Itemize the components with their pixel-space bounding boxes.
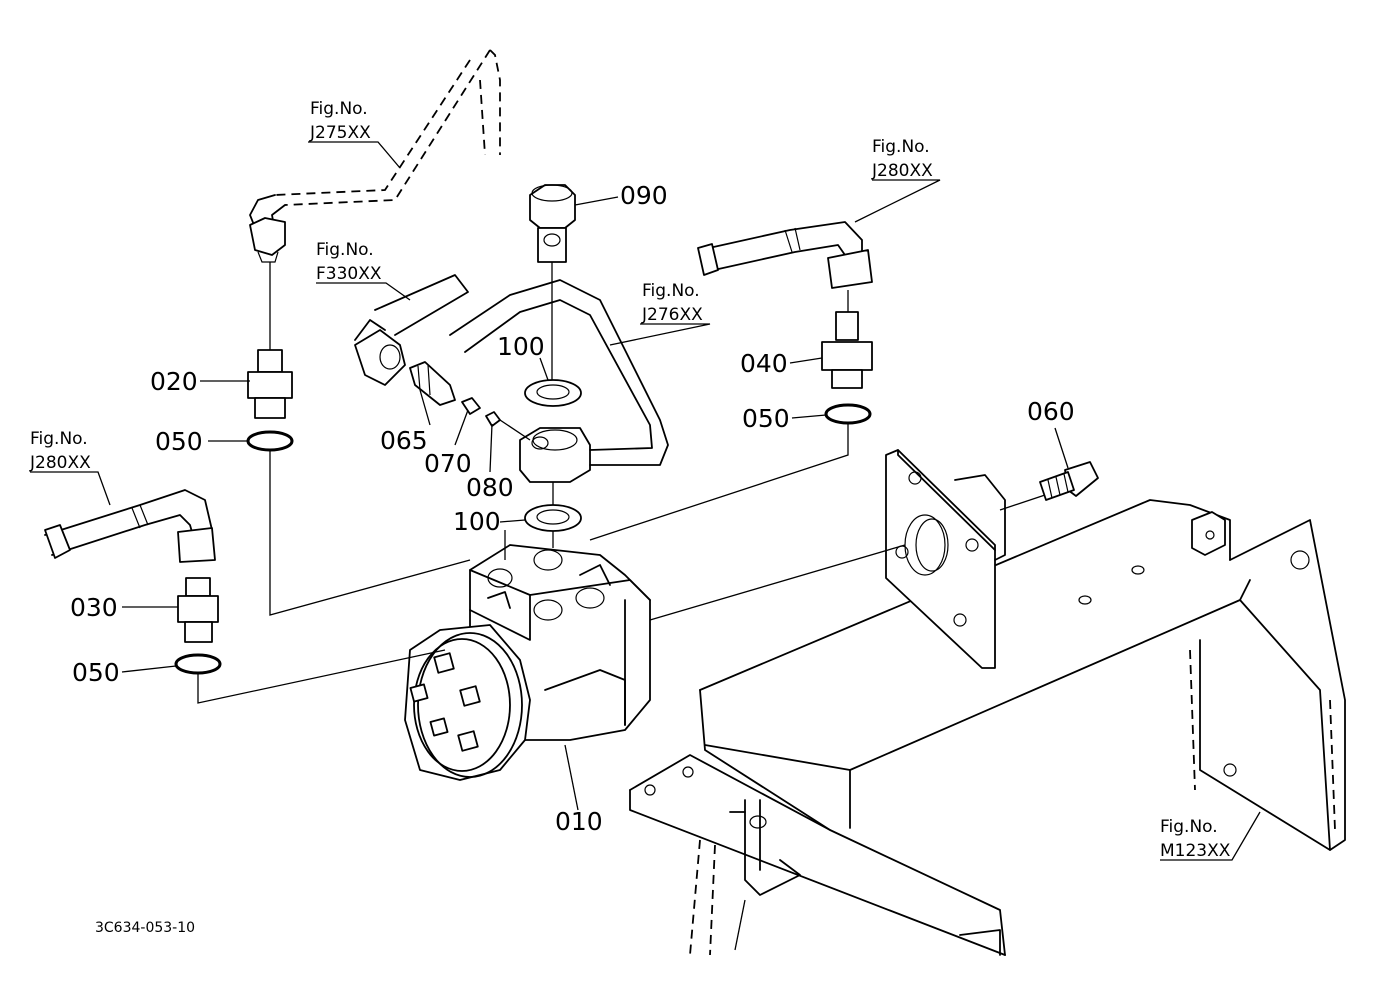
label-090: 090 xyxy=(620,181,668,210)
adapter-030 xyxy=(177,577,219,643)
fig-prefix-f330: Fig.No. xyxy=(316,240,374,260)
drawing-number: 3C634-053-10 xyxy=(95,920,195,936)
frame-clip xyxy=(1191,511,1226,556)
steering-valve-010 xyxy=(404,544,651,781)
oring-050-right xyxy=(824,403,872,425)
label-070: 070 xyxy=(424,449,472,478)
fig-ref-j276: J276XX xyxy=(641,305,703,325)
fig-ref-j280-left: J280XX xyxy=(29,453,91,473)
label-100-b: 100 xyxy=(453,507,501,536)
washer-100-upper xyxy=(524,379,582,407)
joint-block xyxy=(519,427,591,483)
adapter-020 xyxy=(247,349,293,419)
fig-prefix-j275: Fig.No. xyxy=(310,99,368,119)
bolt-060 xyxy=(1039,461,1099,501)
fig-ref-j280-right: J280XX xyxy=(871,161,933,181)
label-050-b: 050 xyxy=(72,658,120,687)
label-065: 065 xyxy=(380,426,428,455)
label-050-a: 050 xyxy=(155,427,203,456)
cover-bolts xyxy=(409,652,481,752)
oring-050-left-upper xyxy=(246,430,294,452)
part-numbers: 020 050 030 050 040 050 060 065 070 080 … xyxy=(70,181,1075,836)
label-040: 040 xyxy=(740,349,788,378)
fitting-065 xyxy=(409,361,456,406)
oring-050-left-lower xyxy=(174,653,222,675)
label-100-a: 100 xyxy=(497,332,545,361)
figure-references: Fig.No. J275XX Fig.No. F330XX Fig.No. J2… xyxy=(29,99,1231,861)
label-060: 060 xyxy=(1027,397,1075,426)
adapter-040 xyxy=(821,311,873,389)
fig-prefix-j280-right: Fig.No. xyxy=(872,137,930,157)
fitting-080 xyxy=(485,411,501,427)
label-080: 080 xyxy=(466,473,514,502)
label-010: 010 xyxy=(555,807,603,836)
centerline-030 xyxy=(197,649,446,704)
pipe-j280-right xyxy=(697,221,873,289)
frame-bracket xyxy=(629,499,1346,956)
fig-prefix-j280-left: Fig.No. xyxy=(30,429,88,449)
fig-prefix-m123: Fig.No. xyxy=(1160,817,1218,837)
centerline-fittings xyxy=(499,419,531,441)
centerline-020-bottom xyxy=(269,450,471,616)
fig-prefix-j276: Fig.No. xyxy=(642,281,700,301)
centerline-valve-flange xyxy=(649,544,906,621)
fig-ref-j275: J275XX xyxy=(309,123,371,143)
label-020: 020 xyxy=(150,367,198,396)
mounting-flange xyxy=(885,449,1006,669)
label-030: 030 xyxy=(70,593,118,622)
centerline-060 xyxy=(999,494,1046,511)
pipe-f330 xyxy=(354,274,469,386)
pipe-j276 xyxy=(449,279,669,466)
washer-100-lower xyxy=(524,504,582,532)
pipe-j280-left xyxy=(44,489,216,563)
fig-ref-f330: F330XX xyxy=(316,264,382,284)
label-050-c: 050 xyxy=(742,404,790,433)
pipe-j275 xyxy=(249,49,501,263)
fig-ref-m123: M123XX xyxy=(1160,841,1231,861)
leader-lines xyxy=(30,141,1261,861)
banjo-bolt-090 xyxy=(529,184,576,263)
fitting-070 xyxy=(461,397,481,415)
centerline-040-bottom xyxy=(589,423,849,541)
